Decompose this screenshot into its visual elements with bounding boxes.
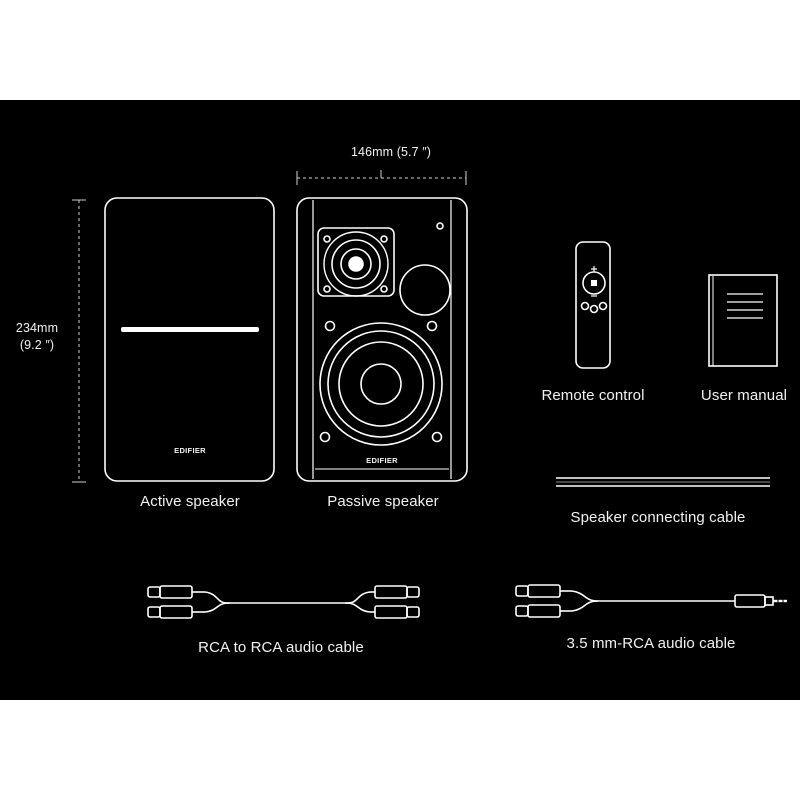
user-manual-label: User manual [700, 387, 788, 404]
height-dimension-label-in: (9.2 ″) [19, 338, 55, 352]
rca-cable-label: RCA to RCA audio cable [198, 639, 364, 656]
aux-cable-label: 3.5 mm-RCA audio cable [566, 635, 736, 652]
remote-control-illustration [575, 241, 611, 369]
bass-port [399, 264, 451, 316]
speaker-cable-illustration [556, 477, 770, 487]
passive-speaker-illustration [296, 197, 468, 482]
width-dimension-line [296, 170, 467, 185]
passive-speaker-label: Passive speaker [327, 493, 439, 510]
height-dimension-label-mm: 234mm [15, 321, 59, 335]
active-speaker-brand-logo: EDIFIER [174, 446, 206, 455]
passive-speaker-brand-logo: EDIFIER [366, 456, 398, 465]
active-speaker-illustration [104, 197, 275, 482]
contents-illustration [72, 170, 787, 619]
tweeter [317, 227, 395, 297]
speaker-cable-label: Speaker connecting cable [570, 509, 746, 526]
active-speaker-label: Active speaker [140, 493, 240, 510]
rca-cable-illustration [147, 585, 420, 619]
aux-cable-illustration [515, 584, 787, 618]
user-manual-illustration [708, 274, 778, 367]
width-dimension-label: 146mm (5.7 ″) [350, 145, 432, 159]
remote-control-label: Remote control [541, 387, 645, 404]
height-dimension-line [72, 199, 86, 483]
woofer [319, 320, 443, 446]
product-contents-panel [0, 100, 800, 700]
